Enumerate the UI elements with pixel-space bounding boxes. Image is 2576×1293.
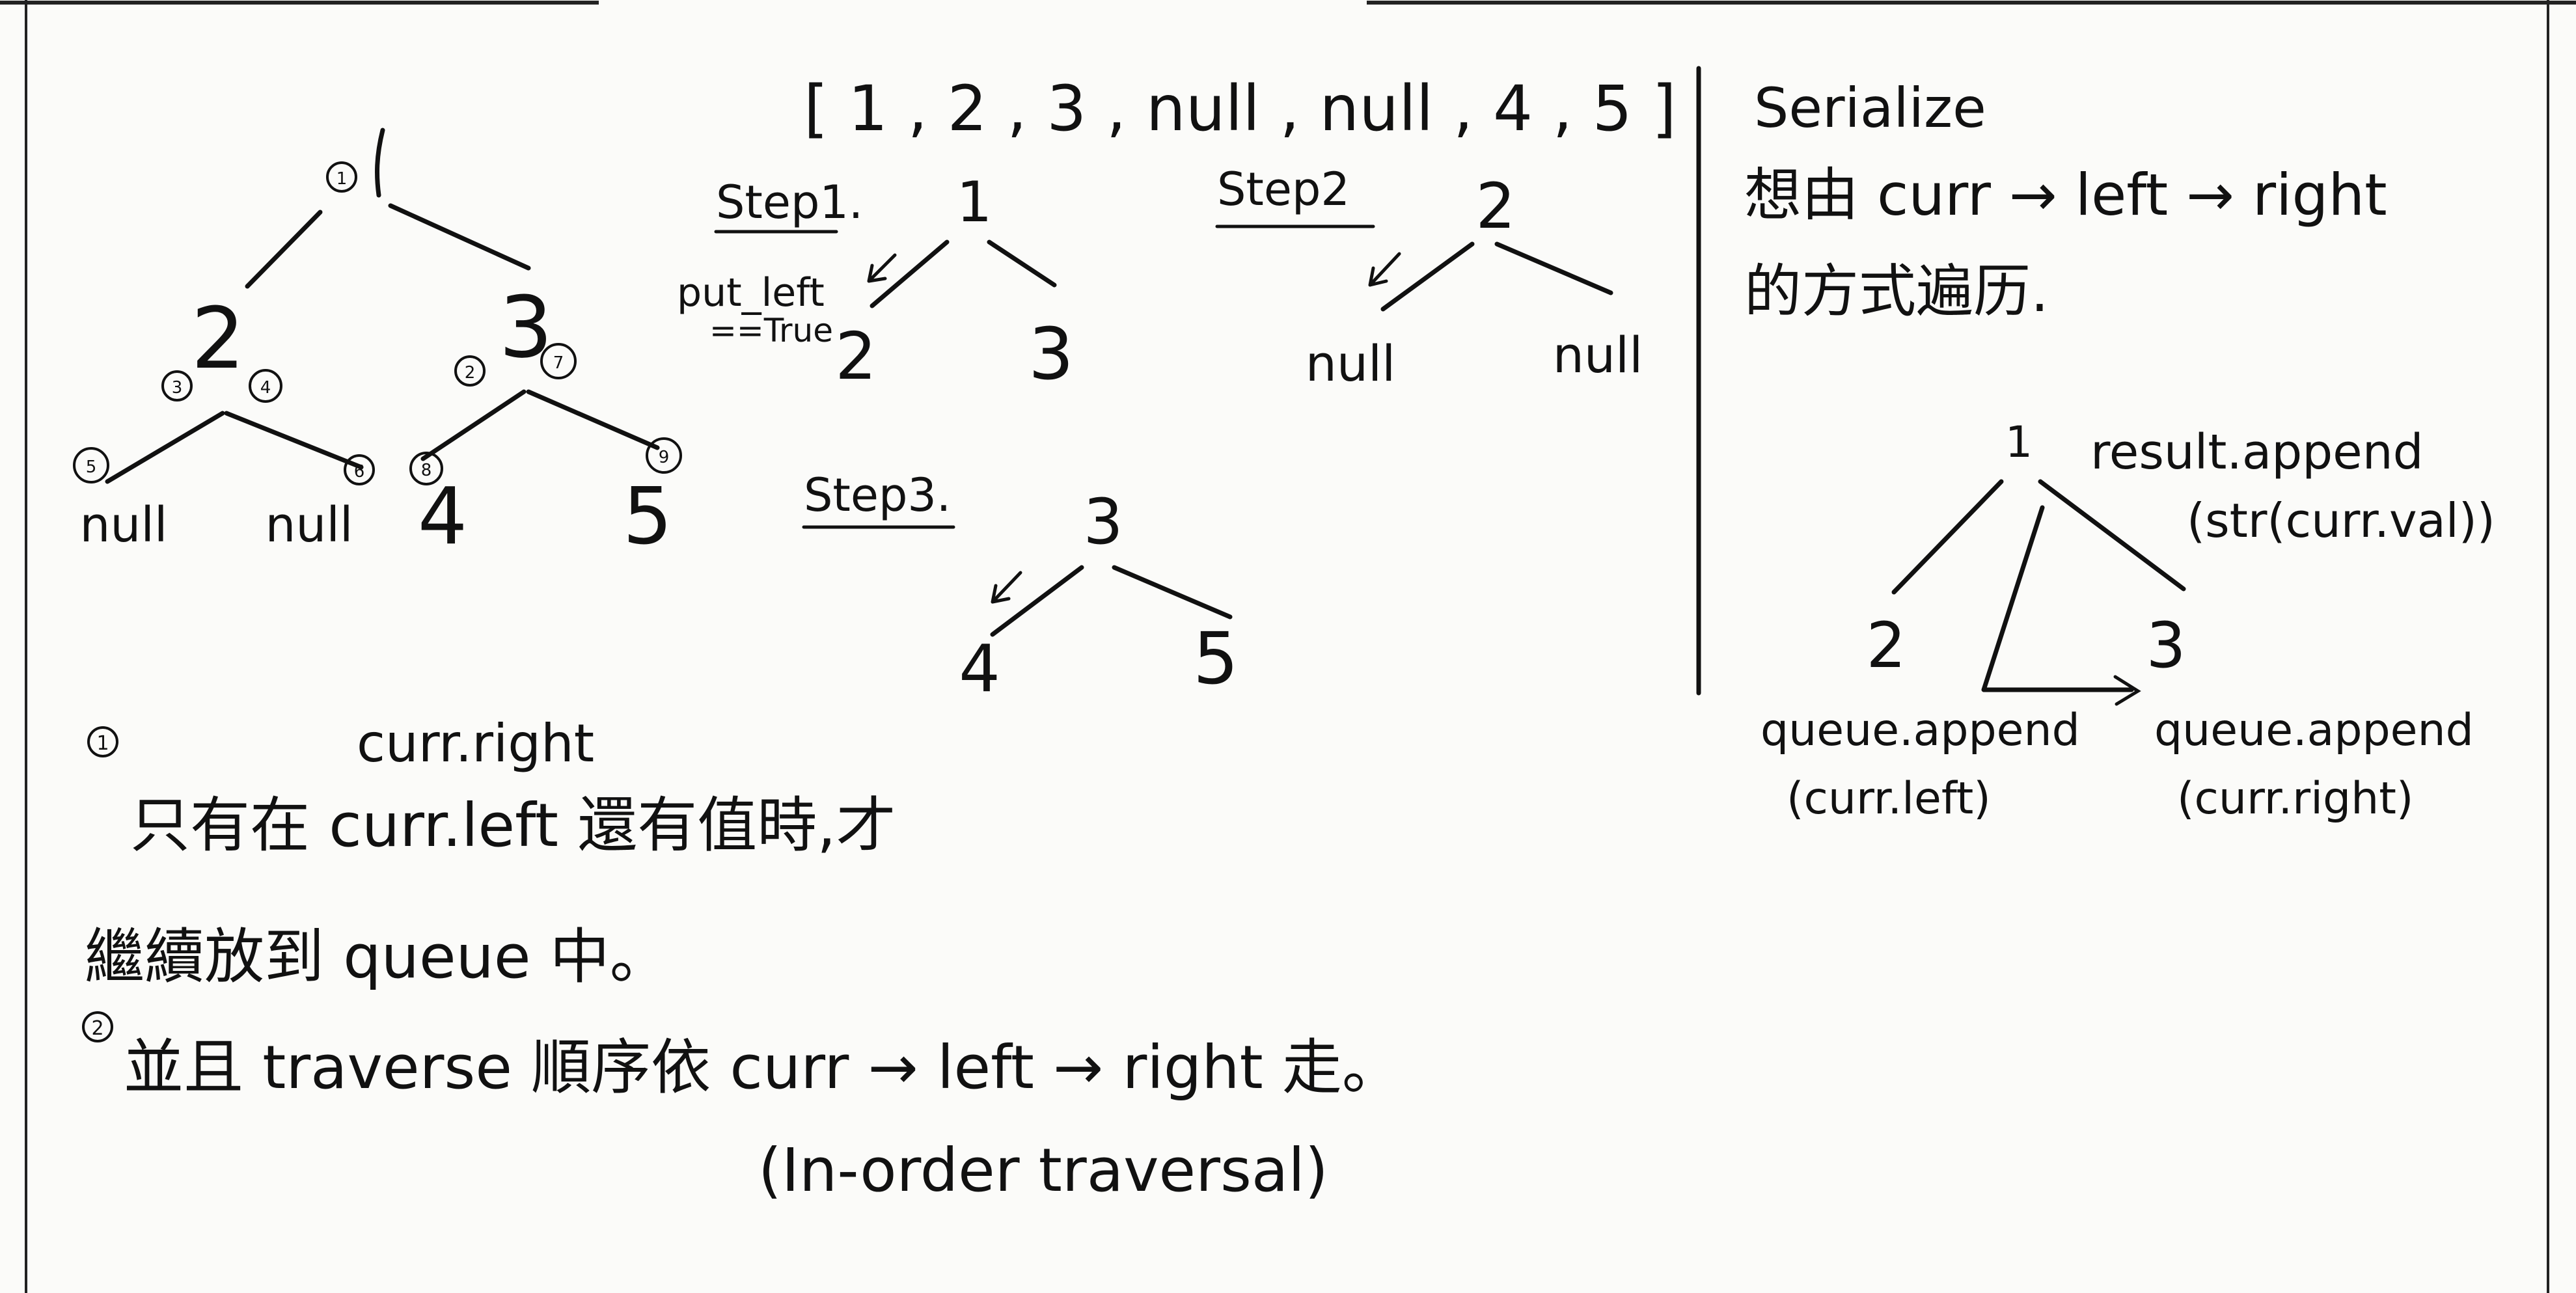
queue-right-line2: (curr.right) — [2177, 773, 2413, 824]
tree-badge-2: 2 — [465, 363, 476, 383]
step1-note-line1: put_left — [677, 270, 825, 316]
main-tree: 1 1 2 3 3 4 2 7 5 6 8 9 null null 4 5 — [73, 128, 682, 562]
tree-badge-9: 9 — [659, 448, 670, 467]
step3-right: 5 — [1193, 617, 1239, 700]
note1-line2: 繼續放到 queue 中。 — [85, 922, 670, 992]
step1-note-line2: ==True — [709, 312, 833, 349]
step2-root: 2 — [1475, 170, 1515, 243]
queue-right-line1: queue.append — [2154, 705, 2474, 756]
step3-label: Step3. — [804, 469, 951, 522]
tree-badge-4: 4 — [260, 378, 271, 398]
step2-label: Step2 — [1217, 163, 1350, 216]
tree-badge-1: 1 — [336, 169, 348, 189]
tree-leaf-null-2: null — [266, 497, 353, 553]
step1-left: 2 — [835, 318, 877, 394]
result-append-line1: result.append — [2090, 424, 2424, 480]
tree-leaf-4: 4 — [418, 472, 467, 562]
note1-line1: 只有在 curr.left 還有值時,才 — [130, 791, 896, 860]
step2-diagram: Step2 2 null null — [1215, 163, 1643, 392]
queue-left-line1: queue.append — [1761, 705, 2080, 756]
serialize-tree-left: 2 — [1866, 609, 1906, 682]
serialize-section: Serialize 想由 curr → left → right 的方式遍历. … — [1744, 76, 2495, 824]
tree-leaf-null-1: null — [80, 497, 168, 553]
array-text: [ 1 , 2 , 3 , null , null , 4 , 5 ] — [804, 72, 1677, 145]
step1-label: Step1. — [716, 176, 863, 229]
tree-badge-8: 8 — [421, 461, 432, 480]
tree-left-value: 2 — [191, 289, 245, 388]
tree-right-value: 3 — [499, 278, 553, 377]
step3-left: 4 — [959, 631, 1000, 707]
note2-line2: (In-order traversal) — [758, 1136, 1328, 1205]
serialize-title: Serialize — [1754, 76, 1986, 140]
tree-badge-5: 5 — [86, 457, 97, 477]
notes-section: 1 curr.right 只有在 curr.left 還有值時,才 繼續放到 q… — [82, 713, 1402, 1205]
queue-left-line2: (curr.left) — [1787, 773, 1991, 824]
step1-root: 1 — [957, 170, 993, 235]
step3-diagram: Step3. 3 4 5 — [802, 469, 1239, 707]
step3-root: 3 — [1083, 485, 1123, 558]
note2-number: 2 — [91, 1017, 103, 1040]
serialize-desc-line2: 的方式遍历. — [1744, 258, 2049, 325]
note1-number: 1 — [96, 732, 109, 755]
note2-line1: 並且 traverse 順序依 curr → left → right 走。 — [124, 1033, 1402, 1102]
tree-leaf-5: 5 — [623, 472, 672, 562]
result-append-line2: (str(curr.val)) — [2187, 493, 2495, 548]
step2-right: null — [1553, 326, 1643, 384]
tree-badge-3: 3 — [172, 378, 183, 398]
tree-badge-6: 6 — [354, 462, 365, 482]
note1-above: curr.right — [357, 713, 594, 774]
serialize-desc-line1: 想由 curr → left → right — [1744, 161, 2387, 228]
serialize-tree-right: 3 — [2146, 609, 2185, 682]
step1-right: 3 — [1028, 312, 1074, 396]
serialize-tree-root: 1 — [2005, 417, 2033, 467]
tree-badge-7: 7 — [553, 353, 564, 373]
step1-diagram: Step1. 1 put_left ==True 2 3 — [677, 170, 1074, 396]
step2-left: null — [1306, 334, 1396, 392]
